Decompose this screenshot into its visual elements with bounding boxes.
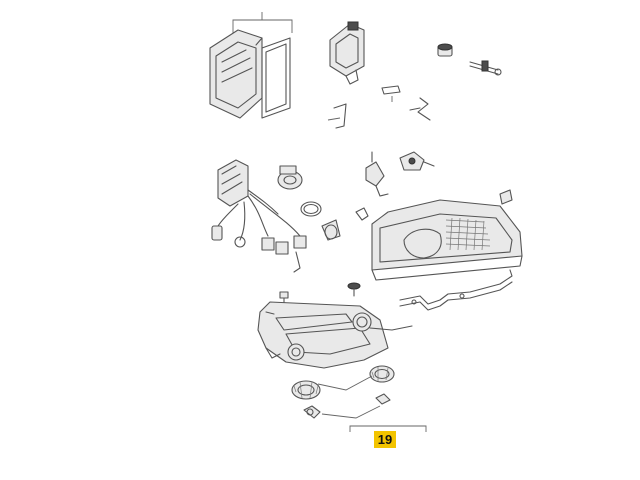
bottom-group-bracket [349, 425, 427, 432]
wiring-harness-part [211, 159, 307, 273]
bulb-socket-cap-part [329, 21, 365, 85]
part-number-label: 19 [377, 432, 393, 447]
small-bulb-part [381, 85, 401, 102]
headlight-reflector-grid [445, 217, 491, 251]
headlamp-bulb-part [321, 219, 341, 241]
part-number-callout: 19 [374, 431, 396, 448]
locking-ring-large-part [291, 380, 321, 400]
high-beam-bulb-part [399, 151, 435, 171]
spring-clip-part [409, 97, 431, 121]
bracket-clip-part [327, 103, 347, 129]
main-bulb-part [365, 151, 389, 197]
bulb-holder-part [277, 165, 303, 190]
retaining-clip-small-part [375, 393, 391, 405]
screw-part [347, 282, 361, 297]
housing-cover-part [209, 29, 263, 119]
headlight-base-bracket-part [257, 301, 413, 369]
o-ring-seal-part [300, 201, 322, 217]
cover-seal-gasket [261, 37, 291, 119]
headlight-housing-part [371, 199, 523, 281]
adjuster-screw-part [469, 60, 502, 76]
retaining-clip-part [303, 405, 321, 419]
top-group-bracket [232, 12, 293, 33]
sidelight-bulb-part [355, 207, 369, 221]
locking-ring-small-part [369, 365, 395, 383]
indicator-bulb-part [499, 189, 513, 205]
adjuster-plug-part [437, 43, 453, 57]
adjusting-rod-part [399, 269, 513, 311]
